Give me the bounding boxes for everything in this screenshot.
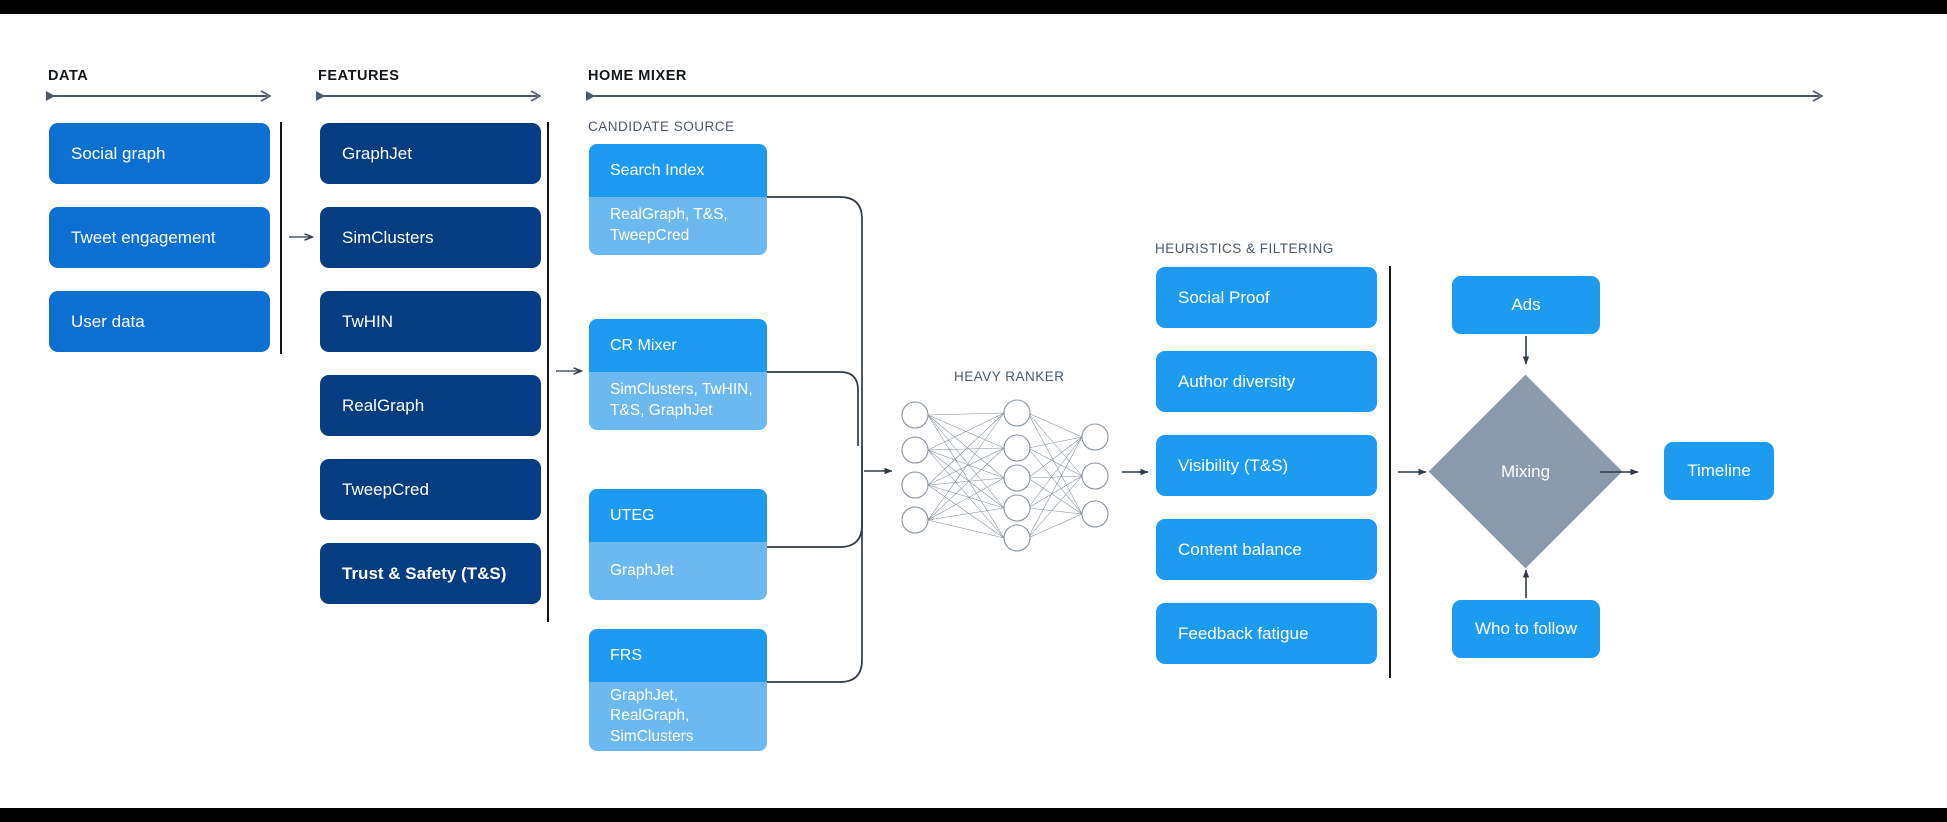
feature-item-realgraph[interactable]: RealGraph: [320, 375, 541, 436]
who-to-follow-box[interactable]: Who to follow: [1452, 600, 1600, 658]
section-arrow-features: [316, 90, 544, 102]
candidate-source-body: RealGraph, T&S, TweepCred: [589, 197, 767, 255]
candidate-source-card-uteg[interactable]: UTEG GraphJet: [589, 489, 767, 600]
heavy-ranker-network: [927, 412, 1083, 539]
heuristic-item-feedback-fatigue[interactable]: Feedback fatigue: [1156, 603, 1377, 664]
heuristic-item-visibility[interactable]: Visibility (T&S): [1156, 435, 1377, 496]
feature-item-simclusters[interactable]: SimClusters: [320, 207, 541, 268]
section-header-features: FEATURES: [318, 68, 400, 84]
data-item-tweet-engagement[interactable]: Tweet engagement: [49, 207, 270, 268]
heuristic-item-content-balance[interactable]: Content balance: [1156, 519, 1377, 580]
section-arrow-data: [46, 90, 274, 102]
connector-overlay: [289, 196, 1639, 683]
candidate-source-title: UTEG: [589, 489, 767, 542]
bracket-candidates-to-ranker: [767, 196, 863, 683]
feature-item-graphjet[interactable]: GraphJet: [320, 123, 541, 184]
mixing-label: Mixing: [1500, 462, 1551, 481]
candidate-source-label: CANDIDATE SOURCE: [588, 119, 735, 134]
separator-data-features: [280, 122, 282, 354]
data-item-user-data[interactable]: User data: [49, 291, 270, 352]
ads-box[interactable]: Ads: [1452, 276, 1600, 334]
heavy-ranker-nodes: [901, 399, 1109, 552]
candidate-source-title: FRS: [589, 629, 767, 682]
section-arrow-home-mixer: [586, 90, 1826, 102]
feature-item-trust-safety[interactable]: Trust & Safety (T&S): [320, 543, 541, 604]
candidate-source-card-frs[interactable]: FRS GraphJet, RealGraph, SimClusters: [589, 629, 767, 751]
candidate-source-card-cr-mixer[interactable]: CR Mixer SimClusters, TwHIN, T&S, GraphJ…: [589, 319, 767, 430]
candidate-source-body: SimClusters, TwHIN, T&S, GraphJet: [589, 372, 767, 430]
candidate-source-card-search-index[interactable]: Search Index RealGraph, T&S, TweepCred: [589, 144, 767, 255]
candidate-source-body: GraphJet: [589, 542, 767, 600]
section-header-data: DATA: [48, 68, 89, 84]
heuristic-item-social-proof[interactable]: Social Proof: [1156, 267, 1377, 328]
candidate-source-body: GraphJet, RealGraph, SimClusters: [589, 682, 767, 751]
section-header-home-mixer: HOME MIXER: [588, 68, 687, 84]
candidate-source-title: Search Index: [589, 144, 767, 197]
heuristic-item-author-diversity[interactable]: Author diversity: [1156, 351, 1377, 412]
feature-item-tweepcred[interactable]: TweepCred: [320, 459, 541, 520]
heuristics-label: HEURISTICS & FILTERING: [1155, 241, 1334, 256]
candidate-source-title: CR Mixer: [589, 319, 767, 372]
diagram-canvas: DATA FEATURES HOME MIXER So: [0, 14, 1947, 808]
feature-item-twhin[interactable]: TwHIN: [320, 291, 541, 352]
timeline-box[interactable]: Timeline: [1664, 442, 1774, 500]
separator-features-home: [547, 122, 549, 622]
data-item-social-graph[interactable]: Social graph: [49, 123, 270, 184]
heavy-ranker-label: HEAVY RANKER: [954, 369, 1065, 384]
separator-heuristics-mixing: [1389, 266, 1391, 678]
